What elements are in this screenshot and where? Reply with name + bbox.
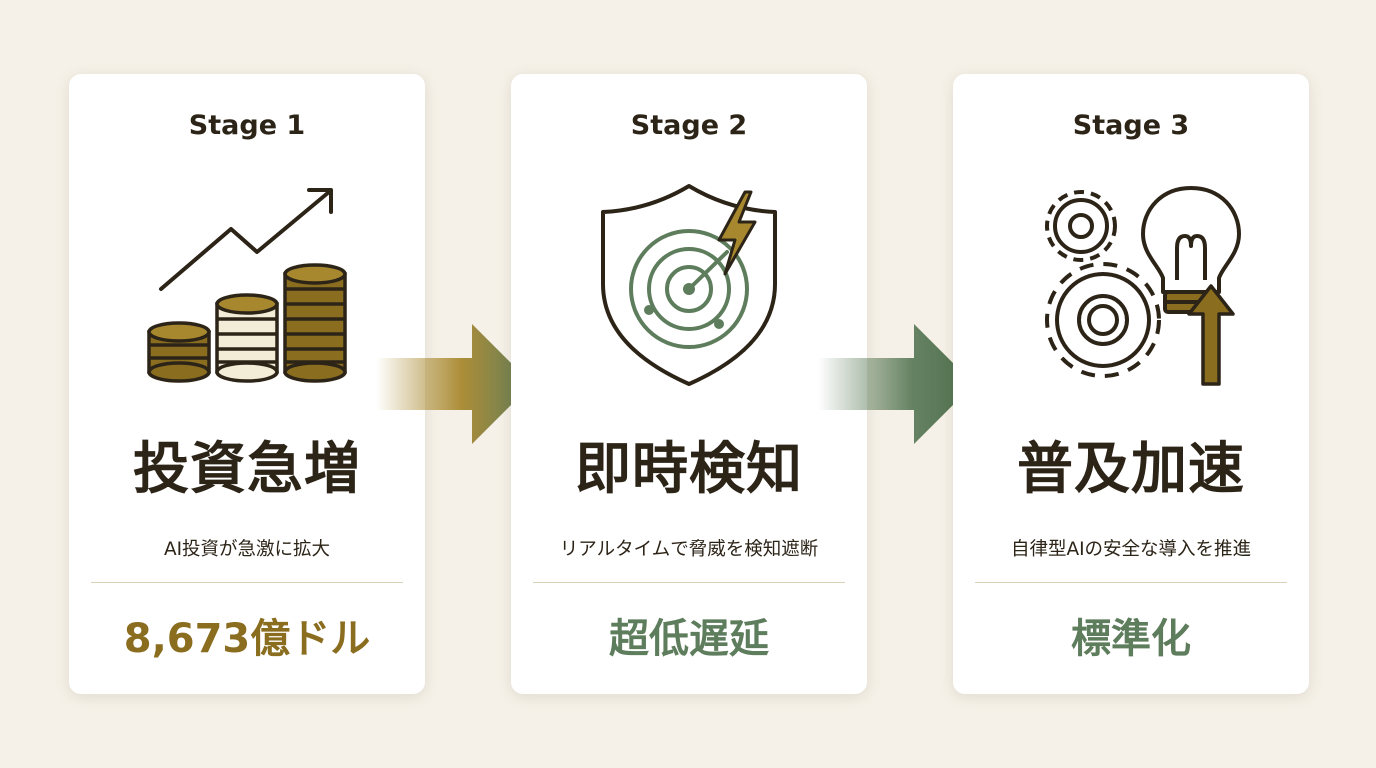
stage-highlight: 8,673億ドル [123, 616, 371, 662]
stage-description: AI投資が急激に拡大 [163, 539, 331, 560]
stage-highlight: 超低遅延 [609, 616, 769, 662]
stage-card-2: Stage 2 即時検知 リアルタイムで脅威を検知遮断 超低遅延 [511, 74, 867, 694]
divider [533, 582, 845, 583]
stage-card-3: Stage 3 普及 [953, 74, 1309, 694]
arrow-right-icon [376, 324, 532, 444]
divider [91, 582, 403, 583]
arrow-right-icon [818, 324, 974, 444]
stage-label: Stage 3 [1072, 110, 1190, 141]
stage-label: Stage 2 [630, 110, 748, 141]
stage-title: 投資急増 [133, 436, 361, 502]
stage-label: Stage 1 [188, 110, 306, 141]
stage-card-1: Stage 1 [69, 74, 425, 694]
stage-highlight: 標準化 [1071, 616, 1191, 662]
gears-lightbulb-icon [1045, 186, 1241, 386]
stage-description: 自律型AIの安全な導入を推進 [1010, 539, 1252, 560]
divider [975, 582, 1287, 583]
stage-title: 即時検知 [575, 436, 803, 502]
growth-coins-icon [147, 188, 347, 383]
stage-title: 普及加速 [1017, 436, 1245, 502]
stage-description: リアルタイムで脅威を検知遮断 [559, 539, 819, 560]
shield-radar-icon [601, 184, 777, 386]
